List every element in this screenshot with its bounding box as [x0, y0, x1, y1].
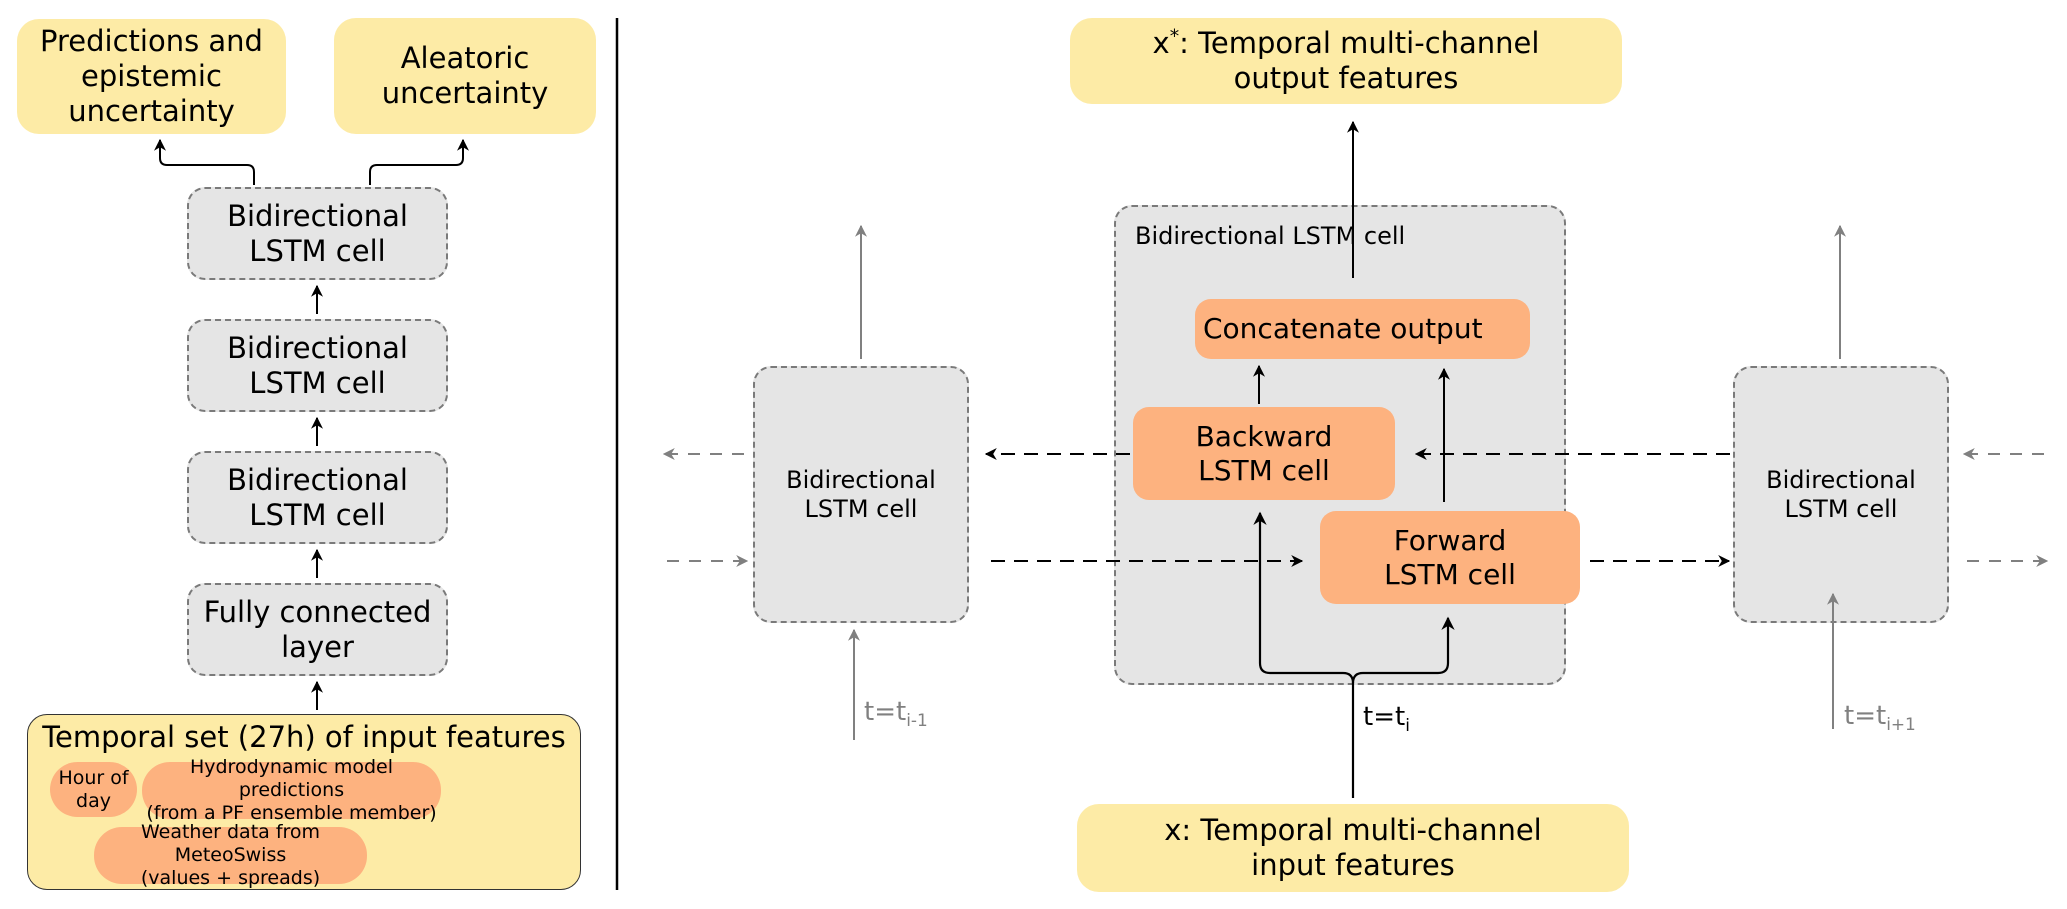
input-features: x: Temporal multi-channel input features: [1077, 804, 1629, 892]
arrow-to-predictions: [154, 138, 255, 185]
feature-hydrodynamic-label: Hydrodynamic model predictions (from a P…: [146, 756, 437, 824]
input-features-label: x: Temporal multi-channel input features: [1164, 813, 1542, 882]
output-features-label: x*: Temporal multi-channel output featur…: [1153, 26, 1540, 96]
output-features: x*: Temporal multi-channel output featur…: [1070, 18, 1622, 104]
next-cell-label: Bidirectional LSTM cell: [1766, 465, 1916, 523]
concatenate-label: Concatenate output: [1203, 312, 1483, 346]
forward-lstm-node: Forward LSTM cell: [1320, 511, 1580, 604]
predictions-epistemic-output: Predictions and epistemic uncertainty: [17, 19, 286, 134]
lstm-layer-1: Bidirectional LSTM cell: [187, 187, 448, 280]
aleatoric-label: Aleatoric uncertainty: [381, 41, 549, 110]
forward-label: Forward LSTM cell: [1384, 523, 1516, 591]
feature-weather-label: Weather data from MeteoSwiss (values + s…: [140, 821, 321, 889]
lstm-layer-3-label: Bidirectional LSTM cell: [227, 462, 408, 532]
time-prev-sub: i-1: [906, 710, 928, 731]
time-cur-sub: i: [1405, 715, 1410, 736]
time-prev-base: t=t: [864, 697, 907, 727]
input-features-set: Temporal set (27h) of input features Hou…: [27, 714, 581, 890]
next-lstm-cell: Bidirectional LSTM cell: [1733, 366, 1949, 623]
lstm-layer-2: Bidirectional LSTM cell: [187, 319, 448, 412]
output-superscript: *: [1169, 26, 1180, 48]
time-cur-base: t=t: [1363, 702, 1406, 732]
input-features-title: Temporal set (27h) of input features: [42, 720, 566, 754]
center-cell-title: Bidirectional LSTM cell: [1135, 222, 1406, 250]
feature-hydrodynamic: Hydrodynamic model predictions (from a P…: [142, 756, 441, 824]
aleatoric-output: Aleatoric uncertainty: [334, 18, 596, 134]
fully-connected-label: Fully connected layer: [203, 594, 432, 664]
output-text: : Temporal multi-channel output features: [1179, 26, 1540, 95]
backward-lstm-node: Backward LSTM cell: [1133, 407, 1395, 500]
predictions-label: Predictions and epistemic uncertainty: [40, 24, 263, 128]
time-label-next: t=ti+1: [1844, 701, 1916, 734]
feature-hour-of-day: Hour of day: [50, 762, 137, 817]
fully-connected-layer: Fully connected layer: [187, 583, 448, 676]
feature-hour-label: Hour of day: [58, 766, 129, 812]
previous-cell-label: Bidirectional LSTM cell: [786, 465, 936, 523]
feature-weather: Weather data from MeteoSwiss (values + s…: [94, 821, 367, 889]
arrow-to-aleatoric: [369, 138, 469, 185]
time-next-base: t=t: [1844, 701, 1887, 731]
time-label-current: t=ti: [1363, 702, 1410, 735]
backward-label: Backward LSTM cell: [1195, 419, 1333, 487]
lstm-layer-2-label: Bidirectional LSTM cell: [227, 330, 408, 400]
lstm-layer-3: Bidirectional LSTM cell: [187, 451, 448, 544]
lstm-layer-1-label: Bidirectional LSTM cell: [227, 198, 408, 268]
time-next-sub: i+1: [1886, 714, 1916, 735]
concatenate-output-node: Concatenate output: [1195, 299, 1530, 359]
time-label-previous: t=ti-1: [864, 697, 928, 730]
previous-lstm-cell: Bidirectional LSTM cell: [753, 366, 969, 623]
output-symbol: x: [1152, 26, 1170, 61]
